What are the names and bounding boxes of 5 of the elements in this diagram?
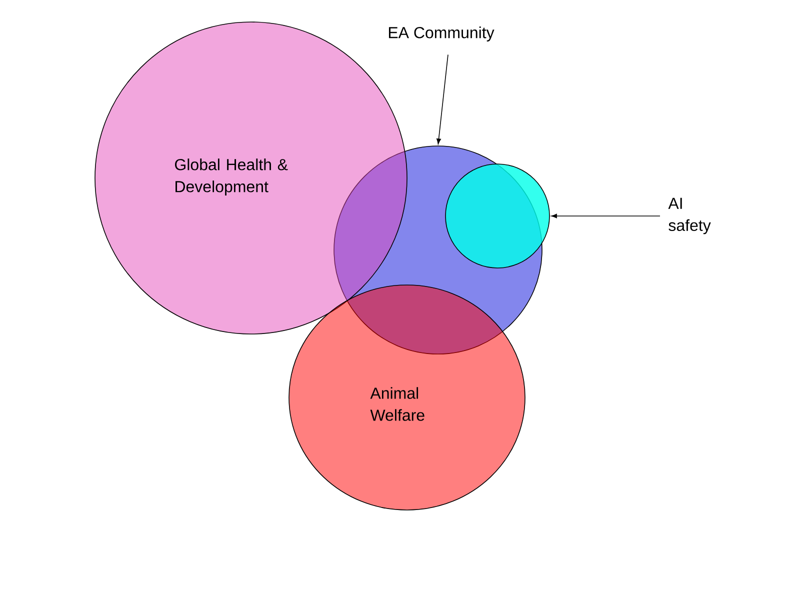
leader-arrow [436,54,448,144]
callout-label: EA Community [388,26,494,42]
venn-circle [445,164,550,268]
leader-arrow [551,214,660,218]
callout-label: AI safety [668,198,711,234]
